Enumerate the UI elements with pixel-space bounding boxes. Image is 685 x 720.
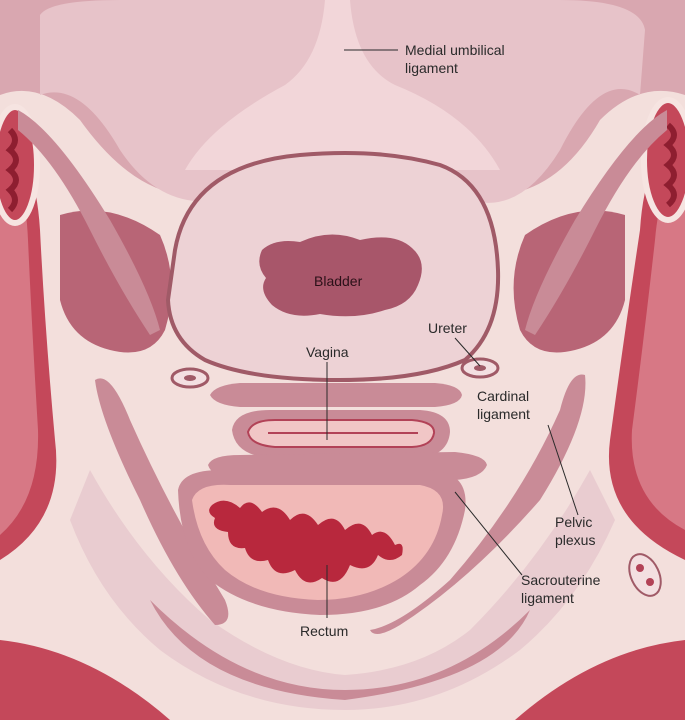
upper-tissue-band: [210, 383, 462, 407]
left-bottom-muscle: [0, 640, 170, 720]
left-vessel-lumen: [5, 127, 19, 213]
left-upper-strip: [18, 110, 160, 335]
lower-muscle-floor: [150, 600, 530, 700]
right-vessel-lumen: [663, 122, 677, 208]
label-medial-umbilical-ligament-2: ligament: [405, 60, 458, 76]
medial-umbilical-ligament: [185, 0, 500, 170]
right-ureter-lumen: [474, 365, 486, 371]
left-ureter-lumen: [184, 375, 196, 381]
left-pelvic-wall-highlight: [0, 150, 39, 535]
bladder-lumen: [259, 234, 422, 317]
right-sacrouterine-ligament: [370, 374, 586, 634]
pelvic-plexus-node: [628, 553, 662, 597]
leader-sacrouterine: [454, 491, 523, 576]
label-medial-umbilical-ligament-1: Medial umbilical: [405, 42, 505, 58]
left-sacrouterine-ligament: [95, 378, 229, 625]
label-cardinal-ligament-2: ligament: [477, 406, 530, 422]
label-cardinal-ligament-1: Cardinal: [477, 388, 529, 404]
right-bottom-muscle: [515, 640, 685, 720]
label-rectum: Rectum: [300, 623, 348, 639]
label-pelvic-plexus-2: plexus: [555, 532, 595, 548]
leader-pelvic-plexus: [547, 424, 579, 516]
label-sacrouterine-ligament-2: ligament: [521, 590, 574, 606]
right-pelvic-wall-highlight: [631, 160, 685, 530]
right-upper-strip: [525, 110, 667, 335]
pelvic-plexus-dot-1: [636, 564, 644, 572]
rectum-mucosa: [209, 500, 403, 583]
label-pelvic-plexus-1: Pelvic: [555, 514, 592, 530]
label-ureter: Ureter: [428, 320, 467, 336]
label-bladder: Bladder: [314, 273, 363, 289]
label-sacrouterine-ligament-1: Sacrouterine: [521, 572, 601, 588]
leader-ureter: [454, 337, 481, 367]
pelvic-plexus-dot-2: [646, 578, 654, 586]
label-vagina: Vagina: [306, 344, 349, 360]
